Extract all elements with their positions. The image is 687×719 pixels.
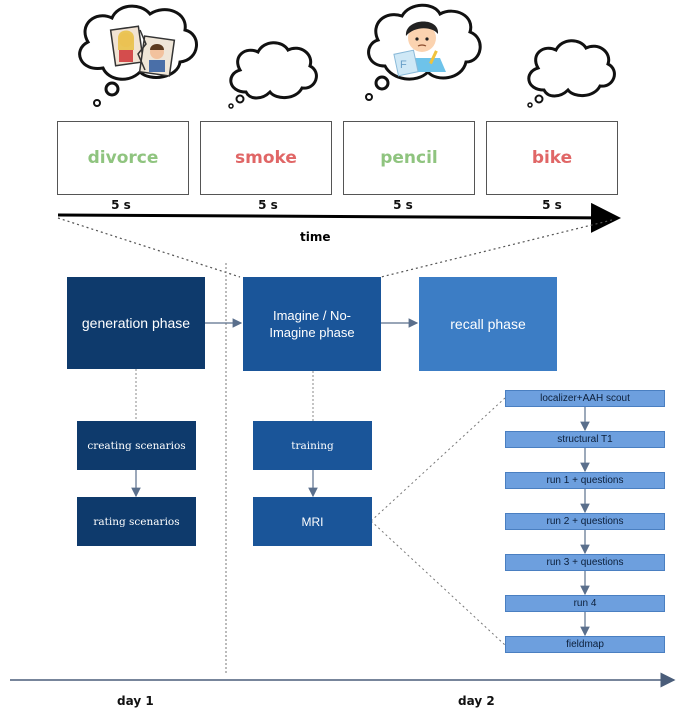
mri-step-structural-t1: structural T1 — [505, 431, 665, 448]
generation-phase-box: generation phase — [67, 277, 205, 369]
recall-phase-label: recall phase — [450, 316, 526, 332]
mri-step-label: fieldmap — [566, 639, 604, 650]
word-divorce: divorce — [87, 148, 159, 168]
imagine-phase-box: Imagine / No-Imagine phase — [243, 277, 381, 371]
mri-step-label: localizer+AAH scout — [540, 393, 630, 404]
svg-text:F: F — [400, 59, 407, 71]
divorce-illustration — [109, 25, 176, 77]
pencil-illustration: F — [393, 21, 446, 77]
word-card-bike: bike — [486, 121, 618, 195]
mri-step-fieldmap: fieldmap — [505, 636, 665, 653]
mri-step-run-2: run 2 + questions — [505, 513, 665, 530]
rating-scenarios-label: rating scenarios — [93, 515, 180, 528]
recall-phase-box: recall phase — [419, 277, 557, 371]
time-axis-label: time — [300, 230, 331, 244]
generation-phase-label: generation phase — [81, 315, 191, 331]
day-1-label: day 1 — [117, 694, 154, 708]
training-label: training — [291, 439, 334, 452]
word-smoke: smoke — [235, 148, 297, 168]
word-card-smoke: smoke — [200, 121, 332, 195]
duration-label: 5 s — [393, 198, 413, 212]
duration-label: 5 s — [111, 198, 131, 212]
mri-label: MRI — [301, 514, 324, 529]
mri-step-label: run 2 + questions — [546, 516, 624, 527]
duration-label: 5 s — [542, 198, 562, 212]
thought-cloud-pencil — [365, 3, 482, 101]
rating-scenarios-box: rating scenarios — [77, 497, 196, 546]
mri-box: MRI — [253, 497, 372, 546]
mri-step-label: run 1 + questions — [546, 475, 624, 486]
mri-step-label: run 4 — [573, 598, 597, 609]
mri-step-run-3: run 3 + questions — [505, 554, 665, 571]
training-box: training — [253, 421, 372, 470]
word-pencil: pencil — [380, 148, 438, 168]
word-card-pencil: pencil — [343, 121, 475, 195]
imagine-phase-label: Imagine / No-Imagine phase — [269, 308, 355, 340]
mri-step-label: structural T1 — [557, 434, 613, 445]
word-card-divorce: divorce — [57, 121, 189, 195]
mri-step-run-1: run 1 + questions — [505, 472, 665, 489]
thought-cloud-smoke — [228, 41, 318, 109]
mri-step-run-4: run 4 — [505, 595, 665, 612]
mri-step-localizer: localizer+AAH scout — [505, 390, 665, 407]
thought-cloud-bike — [527, 39, 616, 108]
mri-step-label: run 3 + questions — [546, 557, 624, 568]
creating-scenarios-label: creating scenarios — [87, 439, 186, 452]
duration-label: 5 s — [258, 198, 278, 212]
day-2-label: day 2 — [458, 694, 495, 708]
word-bike: bike — [531, 148, 573, 168]
creating-scenarios-box: creating scenarios — [77, 421, 196, 470]
